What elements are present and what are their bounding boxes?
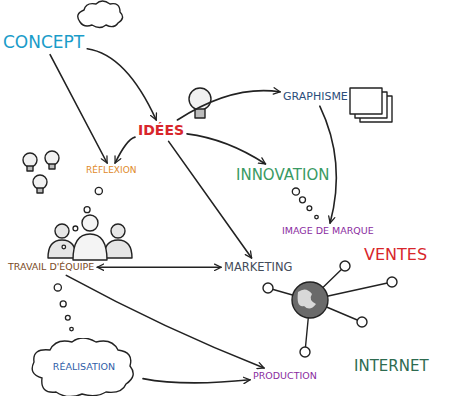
innovation-label: INNOVATION (236, 167, 329, 184)
network-dot (357, 317, 367, 327)
person-head (111, 224, 125, 238)
marketing-label: MARKETING (224, 261, 293, 274)
sketch-arrow (320, 106, 337, 223)
person-body (48, 240, 76, 258)
node-text: RÉALISATION (53, 362, 115, 372)
node-text: VENTES (364, 246, 427, 264)
node-text: IDÉES (138, 123, 184, 138)
idea-label: IDÉES (138, 123, 184, 138)
sketch-arrow (87, 49, 156, 120)
production-label: PRODUCTION (253, 371, 317, 381)
sketch-arrow (187, 134, 266, 164)
bulb-base (49, 164, 55, 169)
brand-label: IMAGE DE MARQUE (282, 226, 374, 236)
globe (292, 282, 328, 318)
bulb-base (27, 166, 33, 171)
thought-dot (95, 187, 102, 194)
sketch-icons (23, 1, 397, 357)
thought-dot (315, 215, 319, 219)
thought-dots (62, 187, 102, 249)
concept-label: CONCEPT (3, 33, 84, 52)
thought-dot (65, 315, 70, 320)
thought-dots (54, 284, 73, 331)
bulb-base (195, 109, 205, 118)
sketch-arrow (143, 379, 250, 383)
thought-dot (62, 245, 66, 249)
thought-dot (70, 327, 74, 331)
node-text: RÉFLEXION (86, 166, 136, 176)
thought-dot (292, 188, 299, 195)
person-head (55, 224, 69, 238)
node-text: INNOVATION (236, 167, 329, 184)
reflection-label: RÉFLEXION (86, 166, 136, 176)
concept-cloud (78, 1, 123, 28)
small-bulb (45, 151, 59, 165)
person-body (104, 240, 132, 258)
small-bulb (23, 153, 37, 167)
node-text: PRODUCTION (253, 371, 317, 381)
thought-dot (300, 197, 306, 203)
person-head (82, 215, 98, 231)
sketch-arrow (115, 137, 135, 163)
sketch-arrow (169, 141, 252, 258)
sketch-arrow (50, 55, 107, 163)
paper-sheet (350, 88, 382, 114)
thought-dot (60, 301, 66, 307)
cloud-shape (32, 338, 133, 396)
sketch-arrow (177, 91, 280, 120)
thought-dot (84, 207, 90, 213)
small-bulb (33, 175, 47, 189)
sketch-arrow (66, 275, 264, 368)
node-text: CONCEPT (3, 33, 84, 52)
realisation-cloud: RÉALISATION (28, 338, 140, 396)
graphics-label: GRAPHISME (283, 91, 348, 103)
teamwork-label: TRAVAIL D'ÉQUIPE (8, 262, 94, 272)
node-text: GRAPHISME (283, 91, 348, 103)
network-dot (263, 283, 273, 293)
thought-dot (73, 226, 78, 231)
sales-label: VENTES (364, 246, 427, 264)
node-text: TRAVAIL D'ÉQUIPE (8, 262, 94, 272)
node-text: INTERNET (354, 358, 429, 375)
network-dot (387, 277, 397, 287)
node-text: IMAGE DE MARQUE (282, 226, 374, 236)
thought-dots (292, 188, 318, 219)
globe-land (298, 289, 316, 308)
node-text: MARKETING (224, 261, 293, 274)
internet-label: INTERNET (354, 358, 429, 375)
network-dot (300, 347, 310, 357)
bulb-base (37, 188, 43, 193)
thought-dot (307, 206, 312, 211)
sketch-arrow (97, 266, 221, 268)
person-body (73, 234, 107, 260)
thought-dot (54, 284, 61, 291)
network-dot (340, 261, 350, 271)
